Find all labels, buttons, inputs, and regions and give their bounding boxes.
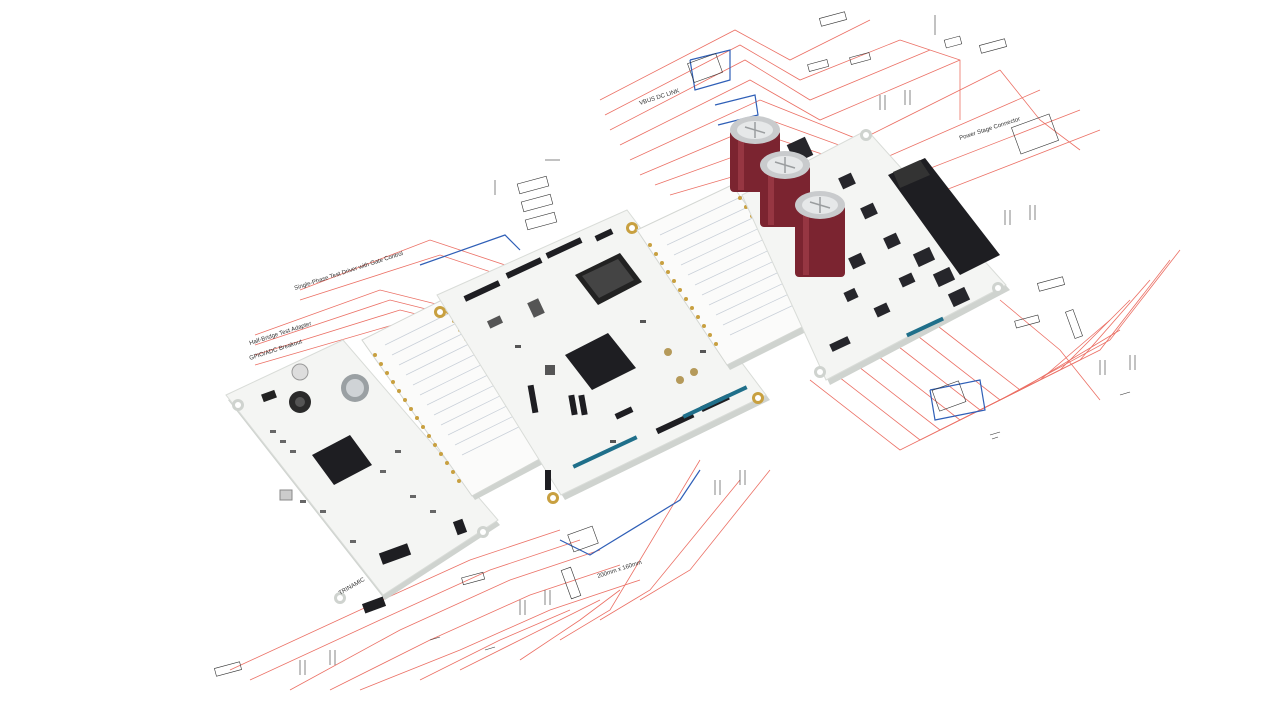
motion-controller-chip: [565, 333, 636, 390]
board-middle: [434, 209, 770, 504]
brand-label-left: TRINAMIC: [338, 577, 367, 597]
power-mosfets: [786, 136, 971, 352]
schematic-components: [214, 11, 1136, 677]
breakout-adapter-right: [636, 184, 830, 370]
bulk-capacitors: [730, 116, 845, 277]
note-board-size: 200mm x 160mm: [597, 560, 643, 580]
power-connector: [888, 158, 1000, 275]
note-gate-control: Single-Phase Test Driver with Gate Contr…: [294, 251, 404, 292]
capacitor-3: [795, 191, 845, 277]
mcu-chip: [312, 435, 372, 485]
board-left-controller: TRINAMIC: [225, 339, 500, 614]
schematic-headers: [494, 15, 963, 231]
